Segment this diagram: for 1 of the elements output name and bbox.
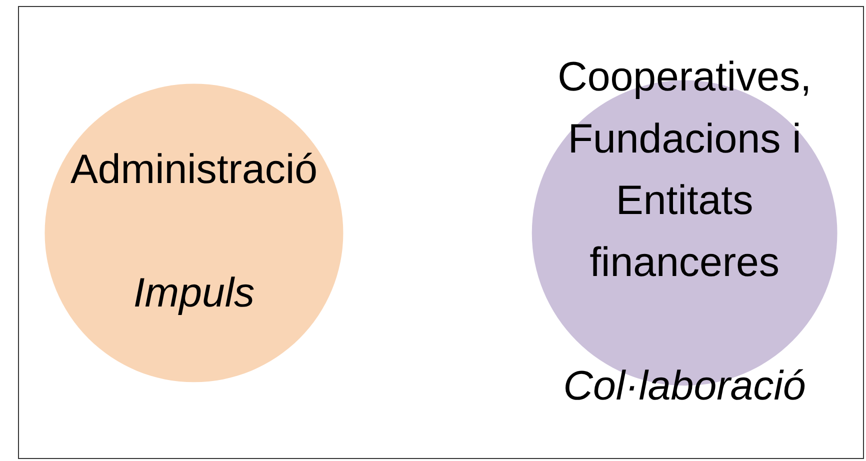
circle-node: Administració Impuls — [44, 83, 344, 382]
